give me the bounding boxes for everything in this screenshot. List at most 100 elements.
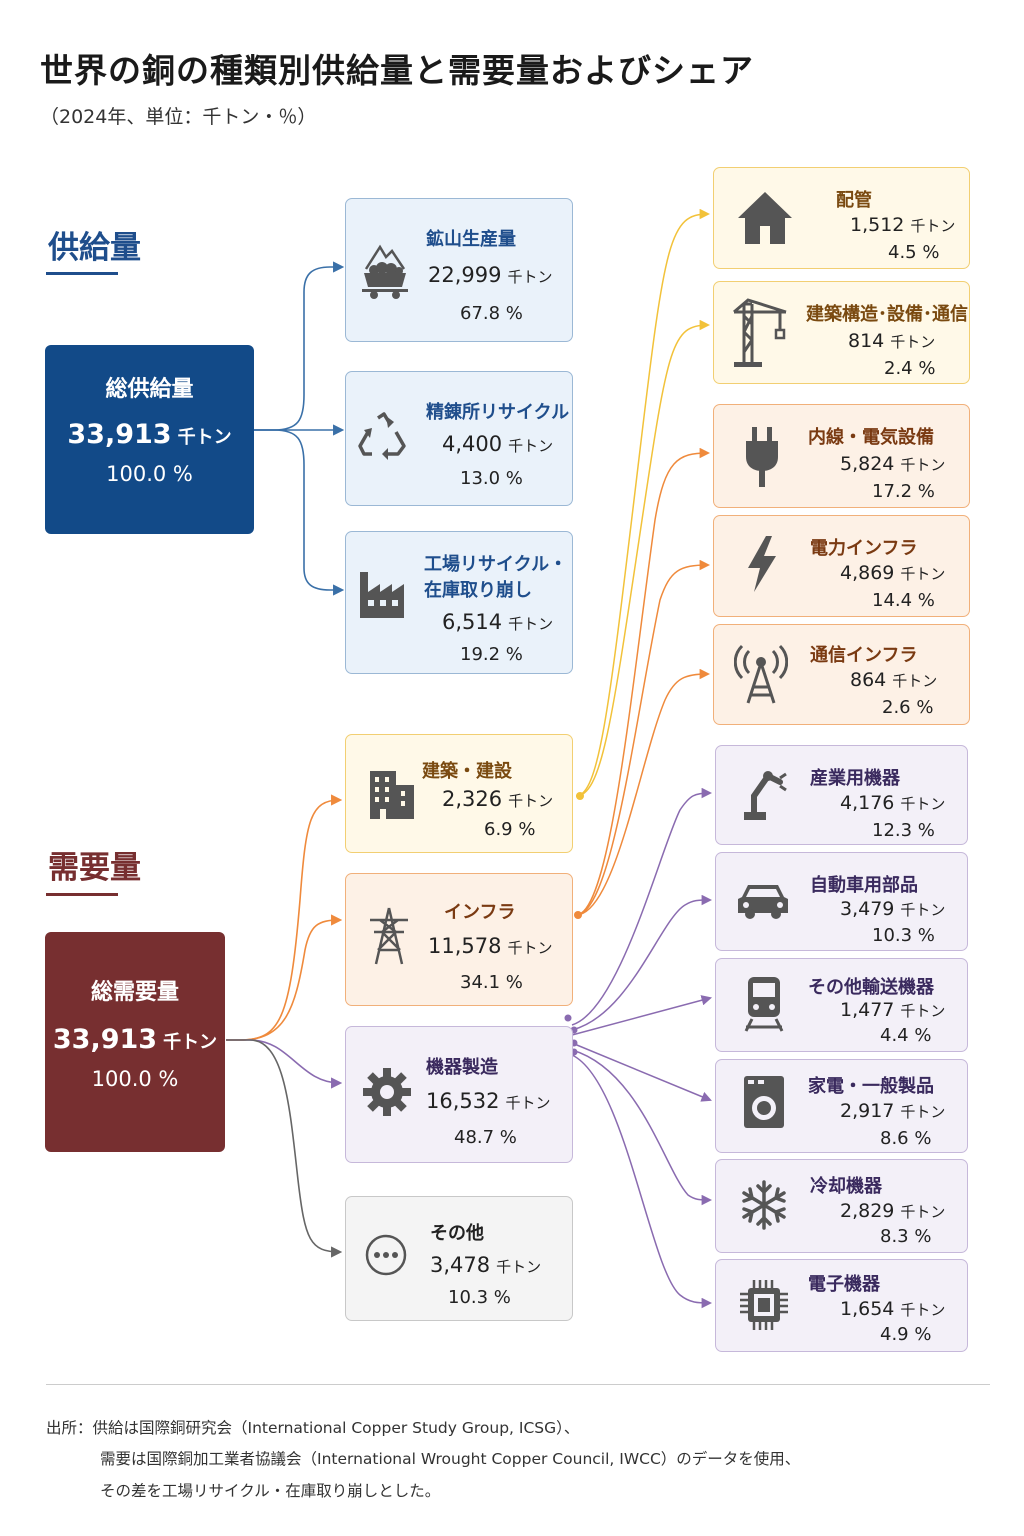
subitem-label: 産業用機器 [810,768,900,789]
supply-item-value: 6,514 [442,610,503,634]
sub-connector [571,1054,713,1309]
supply-total-label: 総供給量 [105,377,194,402]
supply-heading: 供給量 [48,230,141,266]
demand-total-pct: 100.0 % [91,1067,179,1091]
robot-arm-icon [740,766,788,826]
subitem-label: 通信インフラ [810,645,918,666]
supply-heading-underline [46,272,118,275]
supply-item-unit: 千トン [507,268,553,286]
subitem-unit: 千トン [900,456,946,474]
subitem-unit: 千トン [900,1301,946,1319]
subitem-unit: 千トン [900,565,946,583]
subitem-pct: 4.9 % [880,1324,932,1345]
chip-icon [738,1278,790,1336]
subitem-label: 内線・電気設備 [808,427,934,448]
subitem-pct: 2.6 % [882,697,934,718]
subitem-pct: 12.3 % [872,820,935,841]
subitem-value: 3,479 [840,898,895,920]
mine-cart-icon [360,243,410,305]
subitem-unit: 千トン [890,333,936,351]
supply-connector [254,261,345,431]
junction-dot [574,911,582,919]
sub-connector [571,787,713,1026]
subitem-pct: 10.3 % [872,925,935,946]
subitem-value: 1,512 [850,214,905,236]
subitem-pct: 8.3 % [880,1226,932,1247]
subitem-pct: 4.4 % [880,1025,932,1046]
recycle-icon [358,412,410,466]
demand-connector [226,794,343,1041]
sub-connector [575,447,711,916]
junction-dot [564,1014,572,1022]
subitem-value: 1,477 [840,999,895,1021]
subitem-label: 冷却機器 [810,1176,882,1197]
house-icon [736,190,794,250]
subitem-unit: 千トン [900,795,946,813]
subitem-value: 5,824 [840,453,895,475]
subitem-pct: 2.4 % [884,358,936,379]
plug-icon [742,425,782,493]
supply-total-value: 33,913 [67,419,172,450]
subitem-value: 864 [850,669,887,691]
snowflake-icon [740,1180,788,1234]
subitem-pct: 17.2 % [872,481,935,502]
more-icon [364,1233,408,1281]
supply-item-pct: 19.2 % [460,644,523,665]
supply-item-label: 精錬所リサイクル [426,402,570,423]
car-icon [736,881,790,925]
demand-item-unit: 千トン [508,792,554,810]
demand-item-unit: 千トン [496,1258,542,1276]
subitem-label: 自動車用部品 [810,875,918,896]
sub-connector [575,668,711,916]
supply-item-label-line1: 工場リサイクル・ [424,554,568,575]
subitem-value: 2,917 [840,1100,895,1122]
demand-item-pct: 6.9 % [484,819,536,840]
subitem-unit: 千トン [910,217,956,235]
subitem-unit: 千トン [892,672,938,690]
subitem-label: 電力インフラ [810,538,918,559]
subitem-value: 814 [848,330,885,352]
demand-item-label: その他 [430,1223,484,1244]
gear-icon [362,1067,412,1121]
lightning-icon [744,534,780,598]
subitem-pct: 8.6 % [880,1128,932,1149]
demand-item-value: 3,478 [430,1253,491,1277]
supply-item-pct: 67.8 % [460,303,523,324]
supply-item-unit: 千トン [508,615,554,633]
demand-item-unit: 千トン [507,939,553,957]
footer-source-line2: 需要は国際銅加工業者協議会（International Wrought Copp… [100,1450,801,1468]
demand-item-value: 2,326 [442,787,503,811]
supply-item-label: 鉱山生産量 [426,229,516,250]
junction-dot [576,792,584,800]
footer-source-line1: 出所：供給は国際銅研究会（International Copper Study … [46,1419,580,1437]
page-title: 世界の銅の種類別供給量と需要量およびシェア [40,51,754,90]
subitem-value: 1,654 [840,1298,895,1320]
subitem-value: 4,869 [840,562,895,584]
demand-total-value: 33,913 [52,1024,158,1055]
supply-total-unit: 千トン [177,427,232,448]
subitem-value: 4,176 [840,792,895,814]
subitem-unit: 千トン [900,1203,946,1221]
subitem-unit: 千トン [900,1002,946,1020]
demand-total-label: 総需要量 [90,980,179,1005]
supply-item-unit: 千トン [508,437,554,455]
demand-item-pct: 48.7 % [454,1127,517,1148]
demand-item-label: 機器製造 [426,1057,498,1078]
subitem-unit: 千トン [900,1103,946,1121]
subitem-electronics: 電子機器 1,654 千トン 4.9 % [715,1259,968,1352]
footer-divider [46,1384,990,1385]
sub-connector [575,559,711,916]
subitem-label: 電子機器 [808,1274,880,1295]
